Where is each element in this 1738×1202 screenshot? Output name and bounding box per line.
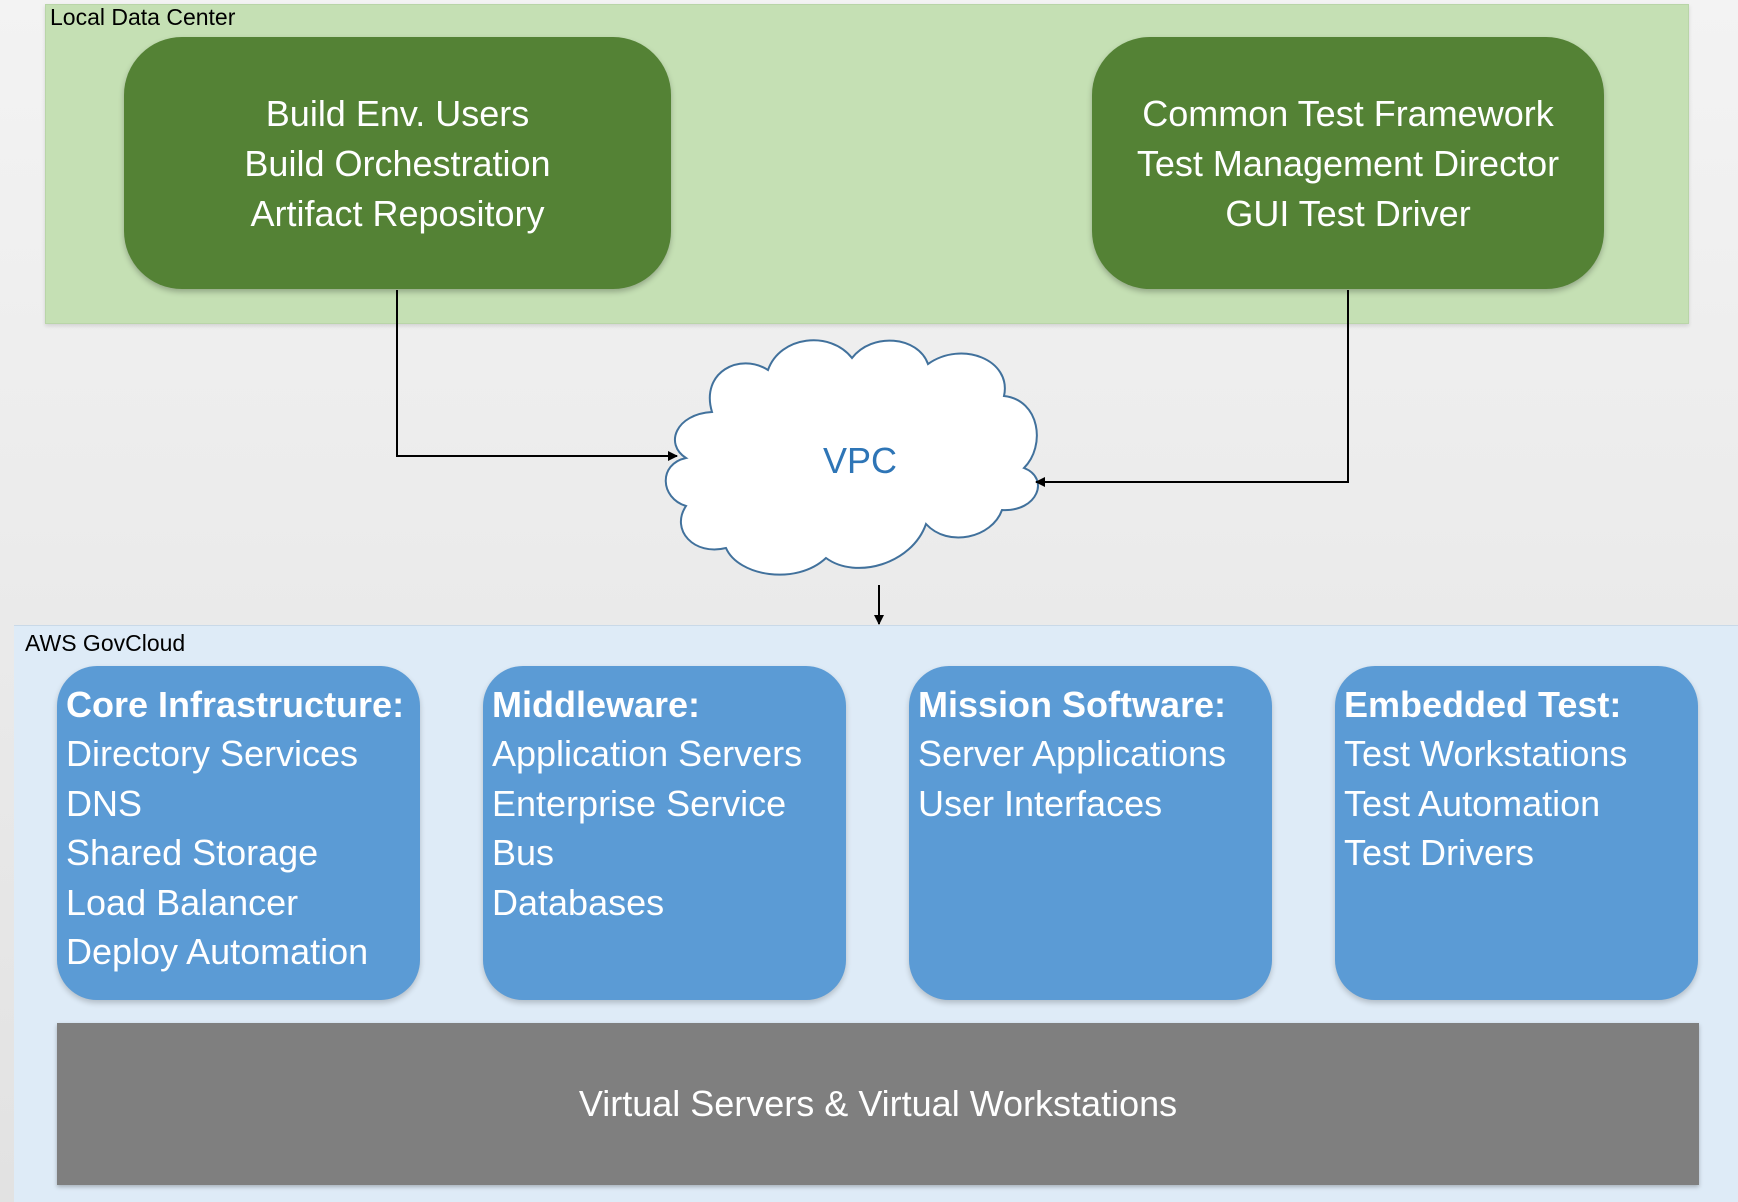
embedded-item: Test Workstations bbox=[1344, 733, 1628, 774]
mission-software-title: Mission Software: bbox=[918, 684, 1227, 725]
middleware-item: Databases bbox=[492, 881, 665, 923]
core-infrastructure-box: Core Infrastructure: Directory Services … bbox=[57, 666, 420, 1000]
embedded-test-title: Embedded Test: bbox=[1344, 684, 1622, 725]
mission-software-box: Mission Software: Server Applications Us… bbox=[909, 666, 1272, 1000]
vpc-cloud-icon bbox=[664, 339, 1039, 576]
mission-item: User Interfaces bbox=[918, 782, 1163, 824]
middleware-item: Bus bbox=[492, 832, 555, 873]
core-item: Shared Storage bbox=[66, 832, 319, 873]
core-item: DNS bbox=[66, 782, 143, 824]
embedded-test-box: Embedded Test: Test Workstations Test Au… bbox=[1335, 666, 1698, 1000]
core-infrastructure-title: Core Infrastructure: bbox=[66, 684, 405, 725]
test-box-line-2: Test Management Director bbox=[1136, 143, 1560, 184]
core-item: Directory Services bbox=[66, 733, 359, 774]
virtual-infrastructure-bar: Virtual Servers & Virtual Workstations bbox=[57, 1023, 1699, 1185]
mission-item: Server Applications bbox=[918, 733, 1227, 774]
build-box-line-1: Build Env. Users bbox=[265, 93, 530, 134]
build-box-line-2: Build Orchestration bbox=[244, 143, 551, 184]
build-environment-box: Build Env. Users Build Orchestration Art… bbox=[124, 37, 671, 289]
middleware-item: Enterprise Service bbox=[492, 782, 787, 824]
embedded-item: Test Automation bbox=[1344, 782, 1601, 824]
build-to-vpc-arrow bbox=[396, 290, 678, 461]
build-box-line-3: Artifact Repository bbox=[250, 193, 545, 234]
core-item: Load Balancer bbox=[66, 881, 299, 923]
test-framework-box: Common Test Framework Test Management Di… bbox=[1092, 37, 1604, 289]
test-to-vpc-arrow bbox=[1035, 290, 1349, 487]
core-item: Deploy Automation bbox=[66, 931, 369, 972]
aws-govcloud-label: AWS GovCloud bbox=[25, 630, 186, 656]
middleware-box: Middleware: Application Servers Enterpri… bbox=[483, 666, 846, 1000]
middleware-item: Application Servers bbox=[492, 733, 803, 774]
local-data-center-label: Local Data Center bbox=[50, 4, 236, 30]
test-box-line-1: Common Test Framework bbox=[1142, 93, 1554, 134]
vpc-label: VPC bbox=[822, 440, 898, 481]
embedded-item: Test Drivers bbox=[1344, 832, 1535, 873]
middleware-title: Middleware: bbox=[492, 684, 701, 725]
test-box-line-3: GUI Test Driver bbox=[1225, 193, 1471, 234]
